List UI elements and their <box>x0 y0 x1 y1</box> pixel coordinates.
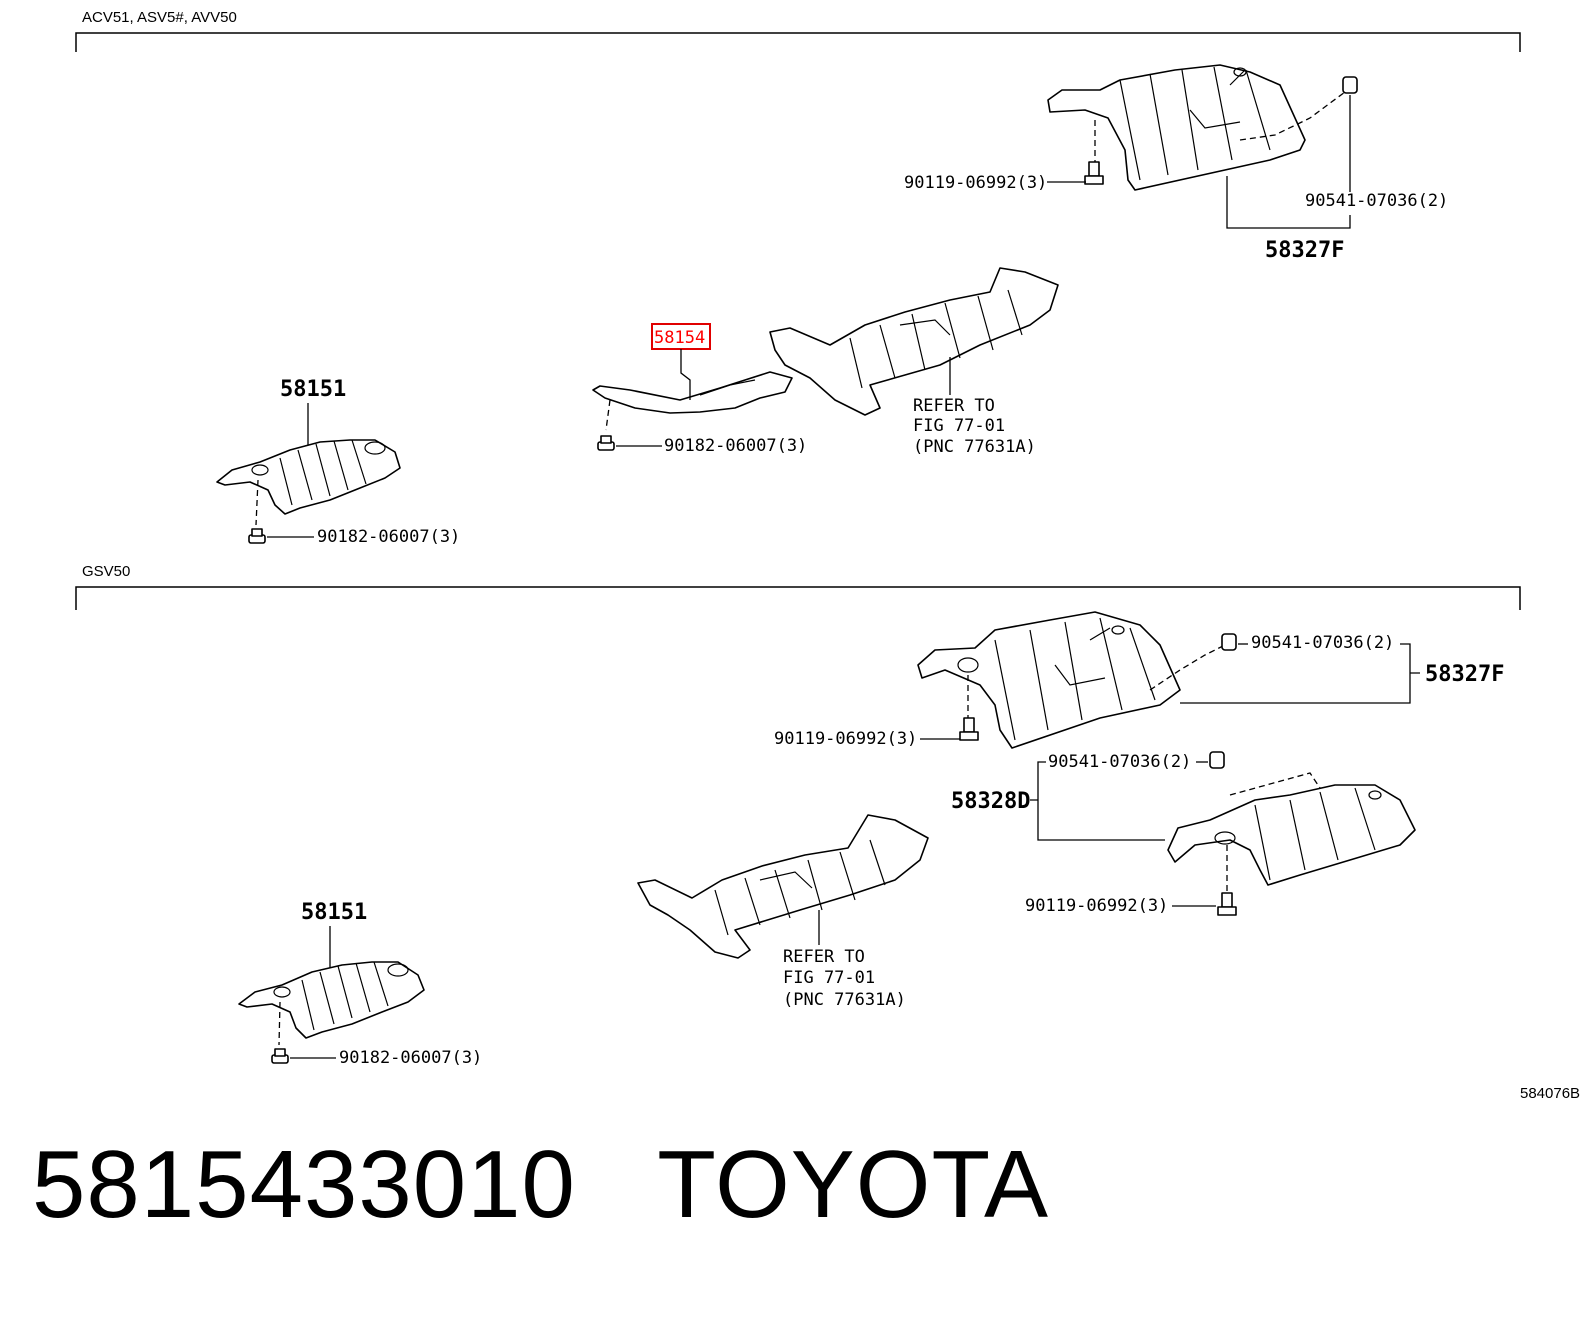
nut-guide-front-bottom <box>278 1001 281 1046</box>
front-insulator-58151-top[interactable] <box>216 439 401 515</box>
nut-label-center: 90182-06007(3) <box>664 436 807 456</box>
rear-insulator-bracket-bottom <box>1180 643 1420 704</box>
bolt-icon-top[interactable] <box>1084 161 1104 185</box>
refer-line2-top: FIG 77-01 <box>913 416 1005 436</box>
refer-line2-bottom: FIG 77-01 <box>783 968 875 988</box>
section-frame-bottom <box>75 586 1521 610</box>
section-frame-top <box>75 32 1521 52</box>
clip-guide-bottom-upper <box>1149 644 1226 691</box>
front-insulator-label-bottom: 58151 <box>301 900 367 925</box>
clip-icon-top[interactable] <box>1342 76 1358 94</box>
rear-insulator-58327f-top[interactable] <box>1047 64 1306 191</box>
tunnel-shield-top[interactable] <box>769 267 1059 416</box>
refer-line3-bottom: (PNC 77631A) <box>783 990 906 1010</box>
front-insulator-58151-bottom[interactable] <box>238 961 425 1039</box>
bolt-icon-bottom-upper[interactable] <box>959 717 979 741</box>
center-insulator-bracket <box>1030 761 1165 841</box>
section-title-bottom: GSV50 <box>82 563 130 580</box>
clip-guide-top <box>1239 91 1346 141</box>
rear-insulator-label-top: 58327F <box>1265 238 1344 263</box>
clip-icon-bottom-upper[interactable] <box>1221 633 1237 651</box>
nut-icon-front-bottom[interactable] <box>271 1048 289 1064</box>
highlighted-part-leader <box>680 349 691 400</box>
nut-guide-front-top <box>255 479 259 526</box>
nut-icon-front-top[interactable] <box>248 528 266 544</box>
footer-part-number: 5815433010 <box>32 1131 576 1238</box>
bolt-icon-bottom-lower[interactable] <box>1217 892 1237 916</box>
rear-insulator-58327f-bottom[interactable] <box>917 611 1181 749</box>
figure-code: 584076B <box>1520 1085 1580 1102</box>
refer-line3-top: (PNC 77631A) <box>913 437 1036 457</box>
front-insulator-label-top: 58151 <box>280 377 346 402</box>
clip-guide-bottom-lower <box>1229 772 1321 796</box>
nut-guide-center <box>605 399 611 431</box>
nut-label-front-bottom: 90182-06007(3) <box>339 1048 482 1068</box>
bolt-label-bottom-lower: 90119-06992(3) <box>1025 896 1168 916</box>
refer-line1-bottom: REFER TO <box>783 947 865 967</box>
bolt-label-top: 90119-06992(3) <box>904 173 1047 193</box>
insulator-58154[interactable] <box>592 371 793 414</box>
clip-label-bottom-lower: 90541-07036(2) <box>1048 752 1191 772</box>
bolt-label-bottom-upper: 90119-06992(3) <box>774 729 917 749</box>
section-title-top: ACV51, ASV5#, AVV50 <box>82 9 237 26</box>
center-insulator-label: 58328D <box>951 789 1030 814</box>
nut-icon-center[interactable] <box>597 435 615 451</box>
clip-icon-bottom-lower[interactable] <box>1209 751 1225 769</box>
clip-label-top: 90541-07036(2) <box>1305 191 1448 211</box>
nut-label-front-top: 90182-06007(3) <box>317 527 460 547</box>
footer-brand: TOYOTA <box>657 1131 1050 1238</box>
highlighted-part-label: 58154 <box>654 328 705 348</box>
rear-insulator-bracket-top <box>1226 176 1351 229</box>
center-insulator-58328d[interactable] <box>1167 784 1416 886</box>
tunnel-shield-bottom[interactable] <box>637 814 929 959</box>
rear-insulator-label-bottom: 58327F <box>1425 662 1504 687</box>
footer-title: 5815433010 TOYOTA <box>32 1130 1049 1240</box>
refer-line1-top: REFER TO <box>913 396 995 416</box>
clip-label-bottom-upper: 90541-07036(2) <box>1251 633 1394 653</box>
